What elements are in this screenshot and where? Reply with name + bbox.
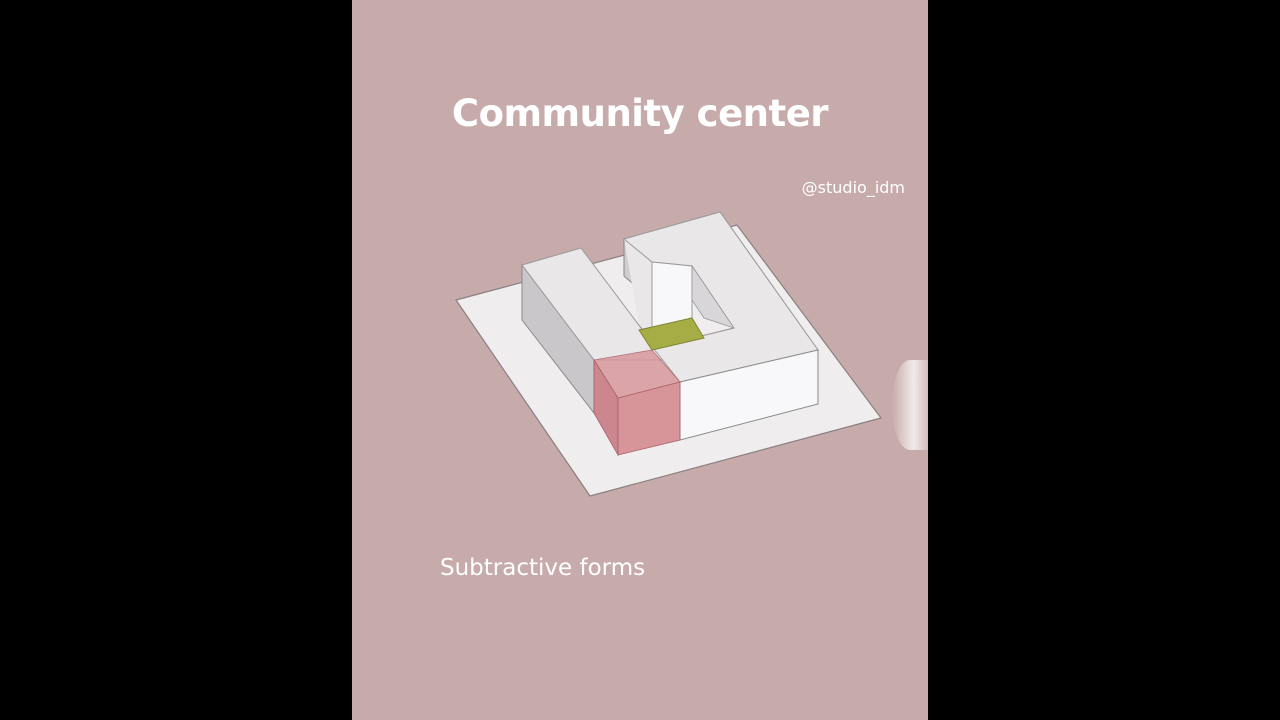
edge-highlight xyxy=(892,360,928,450)
content-panel: Community center @studio_idm xyxy=(352,0,928,720)
courtyard-inner-side xyxy=(691,264,735,329)
page-title: Community center xyxy=(451,92,829,135)
courtyard xyxy=(638,317,705,351)
subtracted-volume-front xyxy=(617,381,681,456)
massing-diagram xyxy=(455,211,883,497)
caption: Subtractive forms xyxy=(440,555,646,581)
author-handle: @studio_idm xyxy=(801,178,905,197)
courtyard-inner-wall xyxy=(651,261,693,329)
